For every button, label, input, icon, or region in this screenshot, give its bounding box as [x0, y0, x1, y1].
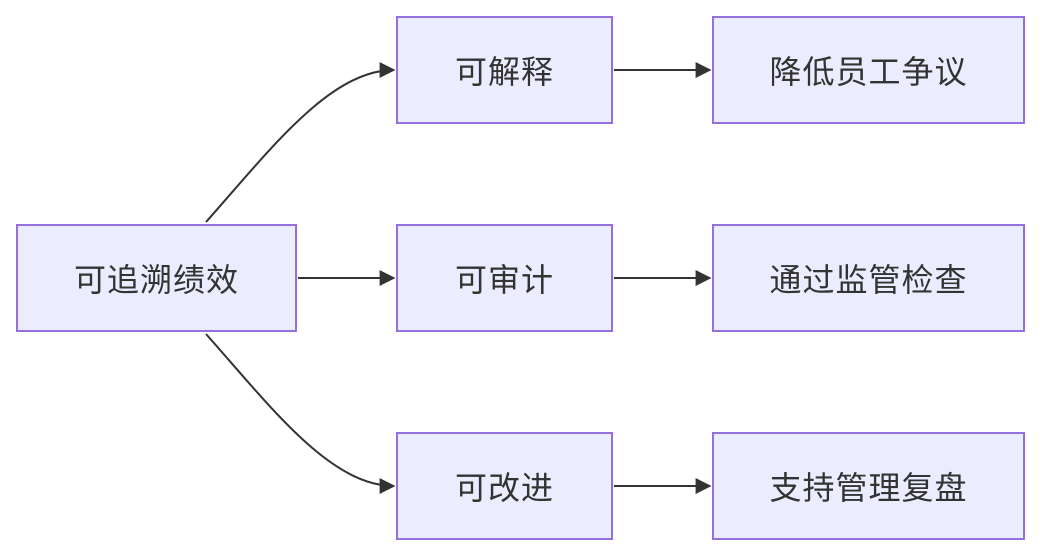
node-reduce-disputes: 降低员工争议: [712, 16, 1025, 124]
node-label: 可改进: [454, 469, 554, 507]
node-label: 可解释: [454, 53, 554, 91]
node-label: 可审计: [454, 261, 554, 299]
node-label: 降低员工争议: [769, 53, 968, 91]
edge-root-to-explainable: [205, 62, 396, 223]
node-auditable: 可审计: [396, 224, 613, 332]
node-pass-inspection: 通过监管检查: [712, 224, 1025, 332]
edge-root-to-improvable: [205, 333, 396, 494]
node-traceable-performance: 可追溯绩效: [16, 224, 297, 332]
node-support-review: 支持管理复盘: [712, 432, 1025, 540]
node-label: 支持管理复盘: [769, 469, 968, 507]
node-label: 可追溯绩效: [73, 261, 239, 299]
node-label: 通过监管检查: [769, 261, 968, 299]
node-improvable: 可改进: [396, 432, 613, 540]
node-explainable: 可解释: [396, 16, 613, 124]
